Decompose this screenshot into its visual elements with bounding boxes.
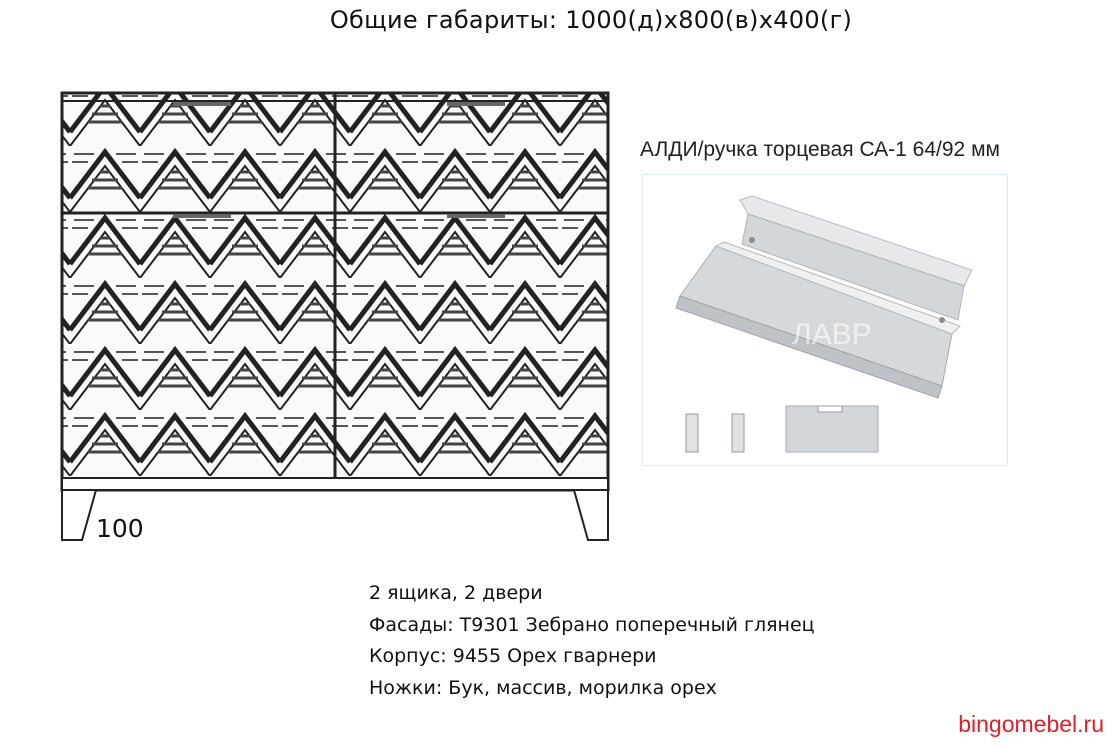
handle-image: ЛАВР	[675, 195, 973, 453]
leg-height-label: 100	[96, 514, 144, 543]
site-link[interactable]: bingomebel.ru	[958, 711, 1104, 737]
drawer-handle-right	[447, 102, 505, 106]
handle-watermark: ЛАВР	[792, 318, 872, 351]
spec-body: Корпус: 9455 Орех гварнери	[369, 645, 657, 667]
spec-legs: Ножки: Бук, массив, морилка орех	[369, 676, 717, 699]
spec-drawers-doors: 2 ящика, 2 двери	[369, 582, 543, 604]
handle-caption: АЛДИ/ручка торцевая СА-1 64/92 мм	[640, 138, 1000, 161]
leg-right	[572, 489, 609, 541]
door-handle-left	[173, 214, 231, 218]
door-handle-right	[447, 214, 505, 218]
page-title: Общие габариты: 1000(д)х800(в)х400(г)	[329, 6, 853, 34]
cabinet-drawing	[60, 91, 610, 541]
leg-left	[61, 489, 98, 541]
drawer-handle-left	[173, 102, 231, 106]
spec-facades: Фасады: Т9301 Зебрано поперечный глянец	[369, 613, 815, 636]
plinth	[61, 477, 609, 491]
specs-list: 2 ящика, 2 двери Фасады: Т9301 Зебрано п…	[369, 578, 815, 704]
